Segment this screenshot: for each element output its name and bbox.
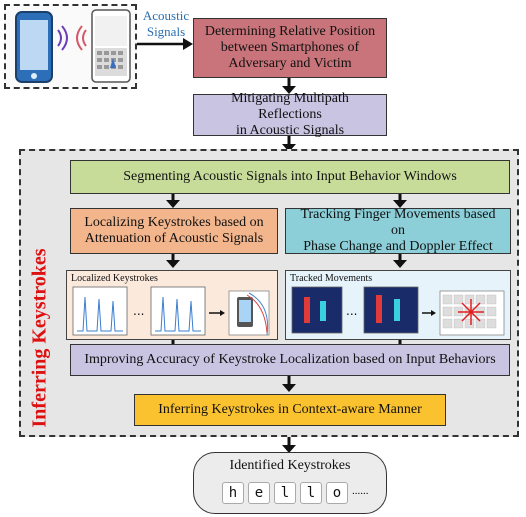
keystroke-key: l <box>274 482 296 504</box>
arrow-down-inferring <box>282 376 296 392</box>
localized-plots-icon: ... <box>72 286 270 336</box>
localized-keystrokes-panel: Localized Keystrokes ... <box>66 270 278 340</box>
acoustic-signals-label: Acoustic Signals <box>142 8 190 39</box>
identified-keystrokes-box: Identified Keystrokes h e l l o ...... <box>193 452 387 514</box>
step-localizing: Localizing Keystrokes based on Attenuati… <box>70 208 278 254</box>
arrow-down-left-branch <box>166 194 180 208</box>
step-improving: Improving Accuracy of Keystroke Localiza… <box>70 344 510 376</box>
svg-text:...: ... <box>133 304 144 318</box>
step-segmenting: Segmenting Acoustic Signals into Input B… <box>70 160 510 194</box>
keystroke-key: o <box>326 482 348 504</box>
localized-panel-label: Localized Keystrokes <box>71 273 158 284</box>
step-inferring: Inferring Keystrokes in Context-aware Ma… <box>134 394 446 426</box>
keystroke-key: e <box>248 482 270 504</box>
svg-text:...: ... <box>346 304 357 318</box>
smartphones-icon <box>15 9 131 83</box>
step-relative-position: Determining Relative Position between Sm… <box>193 18 387 78</box>
arrow-down-output <box>282 437 296 453</box>
arrow-to-step1 <box>137 38 193 50</box>
arrow-down-right-branch <box>393 194 407 208</box>
step-multipath: Mitigating Multipath Reflections in Acou… <box>193 91 387 138</box>
arrow-down-2 <box>282 136 296 152</box>
arrow-down-tracked <box>393 254 407 268</box>
arrow-down-localized <box>166 254 180 268</box>
keystroke-ellipsis: ...... <box>352 485 369 497</box>
step-tracking: Tracking Finger Movements based on Phase… <box>285 207 511 254</box>
tracked-plots-icon: ... <box>291 286 505 336</box>
tracked-movements-panel: Tracked Movements ... <box>285 270 511 340</box>
keystroke-key: l <box>300 482 322 504</box>
region-label: Inferring Keystrokes <box>28 248 51 428</box>
phones-illustration <box>4 4 137 89</box>
arrow-down-1 <box>282 78 296 94</box>
tracked-panel-label: Tracked Movements <box>290 273 373 284</box>
identified-keystrokes-title: Identified Keystrokes <box>229 458 351 473</box>
keystroke-key: h <box>222 482 244 504</box>
